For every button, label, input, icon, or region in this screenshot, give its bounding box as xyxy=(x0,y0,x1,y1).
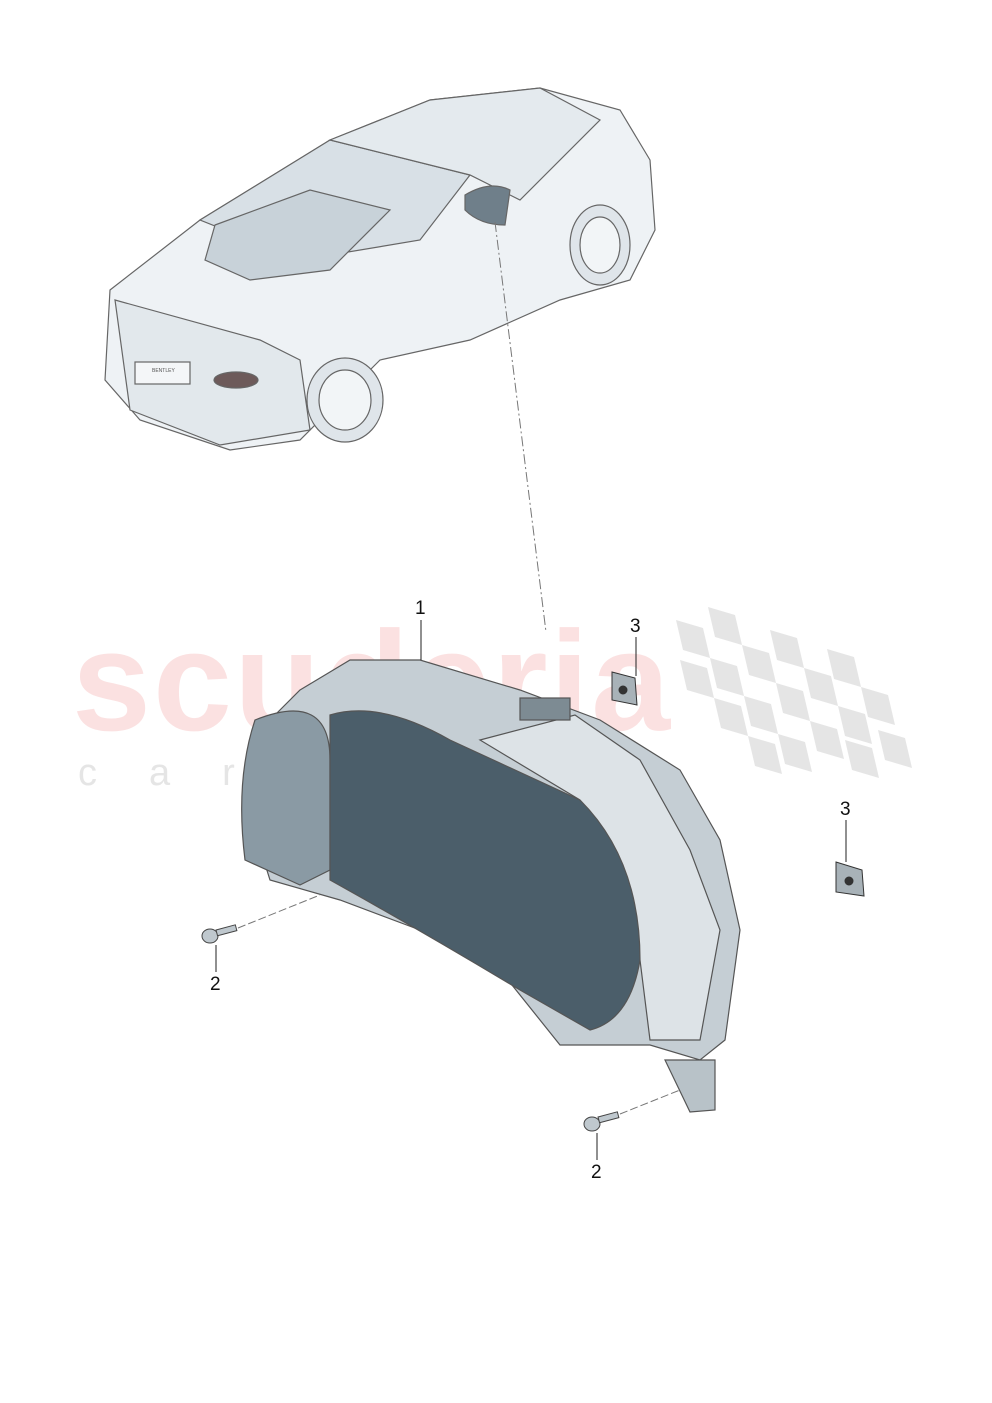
instrument-cluster xyxy=(241,659,741,1113)
screw-left xyxy=(201,924,238,944)
callout-3-right[interactable]: 3 xyxy=(840,799,851,820)
car-badge: BENTLEY xyxy=(152,368,175,374)
car-illustration: BENTLEY xyxy=(104,87,656,451)
callout-2-left[interactable]: 2 xyxy=(210,974,221,995)
screw-left-line xyxy=(237,894,321,929)
callout-3-top[interactable]: 3 xyxy=(630,616,641,637)
reference-line xyxy=(494,221,547,633)
clip-right xyxy=(835,861,865,897)
callout-leaders xyxy=(215,620,847,1160)
screw-right-line xyxy=(619,1089,681,1115)
callout-1[interactable]: 1 xyxy=(415,598,426,619)
screw-right xyxy=(583,1111,620,1132)
clip-top xyxy=(611,671,638,706)
callout-2-right[interactable]: 2 xyxy=(591,1162,602,1183)
watermark-flag xyxy=(676,607,912,778)
